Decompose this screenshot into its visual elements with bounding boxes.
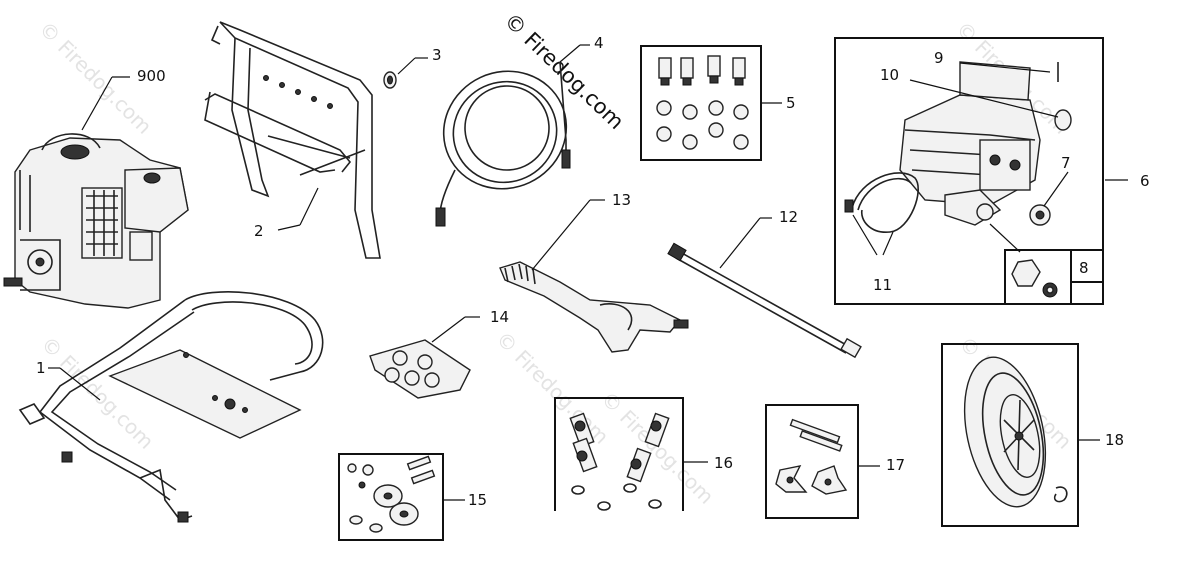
handle-frame-part: [204, 21, 381, 259]
part-17-box: [765, 404, 859, 519]
spray-gun-part: [499, 261, 689, 353]
part-8-label-box: [1070, 249, 1104, 283]
leader-line: [559, 44, 581, 63]
base-frame-part: [18, 291, 324, 523]
grommet-part: [383, 71, 397, 89]
leader-line: [397, 57, 416, 75]
bolt-kit-part: [569, 412, 670, 511]
callout-1: 1: [36, 359, 46, 377]
callout-13: 13: [612, 191, 631, 209]
spray-wand-part: [667, 242, 862, 359]
callout-3: 3: [432, 46, 442, 64]
callout-2: 2: [254, 222, 264, 240]
knob-kit-part: [775, 418, 848, 495]
part-6-box: [834, 37, 1104, 305]
callout-9: 9: [934, 49, 944, 67]
leader-line: [882, 231, 894, 256]
hose-part: [435, 61, 571, 227]
callout-8: 8: [1079, 259, 1089, 277]
leader-line: [719, 217, 761, 269]
leader-line: [959, 62, 1051, 73]
leader-line: [531, 199, 591, 271]
leader-line: [431, 316, 466, 343]
callout-6: 6: [1140, 172, 1150, 190]
leader-line: [1043, 171, 1069, 207]
callout-900: 900: [137, 67, 166, 85]
caster-kit-part: [347, 455, 436, 533]
callout-11: 11: [873, 276, 892, 294]
callout-14: 14: [490, 308, 509, 326]
part-16-box: [554, 397, 684, 511]
callout-17: 17: [886, 456, 905, 474]
wheel-part: [963, 356, 1068, 508]
leader-line: [299, 187, 319, 226]
callout-5: 5: [786, 94, 796, 112]
part-18-box: [941, 343, 1079, 527]
watermark-faded: © Firedog.com: [491, 327, 613, 449]
leader-line: [852, 214, 878, 256]
pump-assembly-part: [844, 61, 1072, 233]
callout-18: 18: [1105, 431, 1124, 449]
engine-part: [3, 133, 189, 309]
callout-4: 4: [594, 34, 604, 52]
nozzle-tips-part: [369, 339, 471, 399]
leader-line: [277, 224, 301, 231]
callout-15: 15: [468, 491, 487, 509]
callout-7: 7: [1061, 154, 1071, 172]
hardware-kit-part: [656, 55, 749, 150]
fitting-kit-part: [1011, 259, 1058, 298]
callout-16: 16: [714, 454, 733, 472]
callout-10: 10: [880, 66, 899, 84]
part-15-box: [338, 453, 444, 541]
watermark-faded: © Firedog.com: [596, 387, 718, 509]
callout-12: 12: [779, 208, 798, 226]
leader-line: [59, 367, 101, 401]
leader-line: [909, 79, 1059, 118]
leader-line: [989, 223, 1021, 253]
leader-line: [81, 76, 113, 131]
